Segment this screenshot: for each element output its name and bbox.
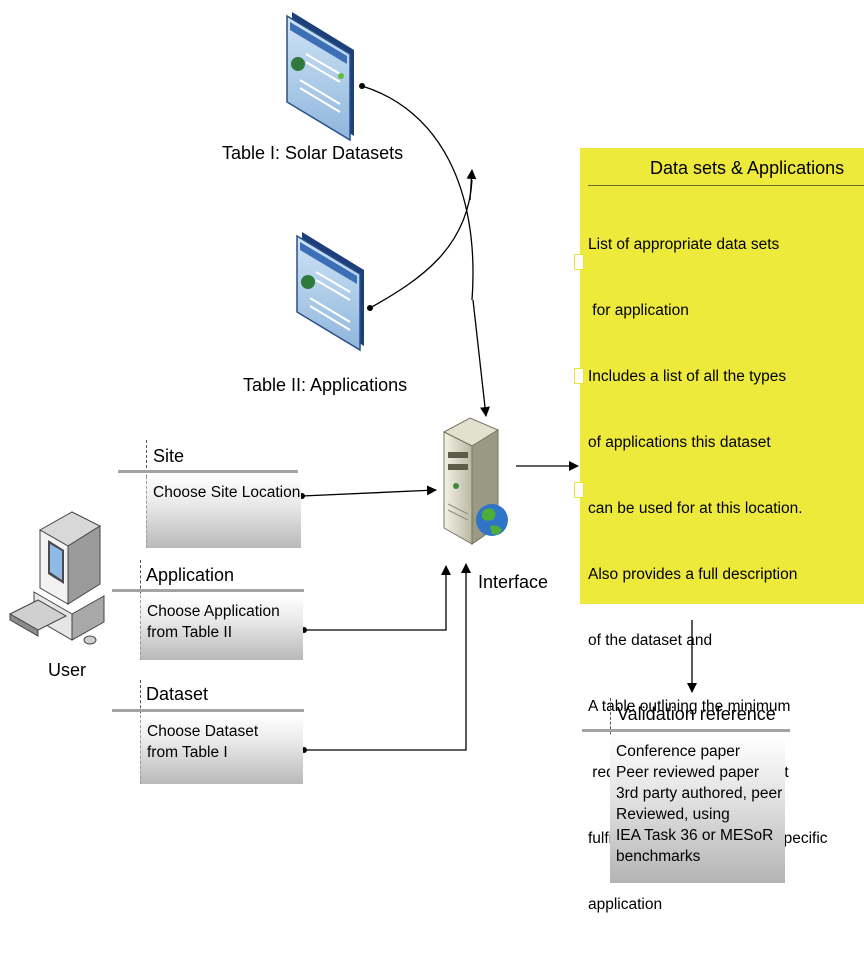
interface-server-icon bbox=[442, 417, 508, 545]
interface-label: Interface bbox=[478, 572, 549, 592]
validation-line: benchmarks bbox=[616, 848, 701, 865]
dataset-header: Dataset bbox=[146, 684, 209, 704]
validation-line: Conference paper bbox=[616, 743, 741, 760]
site-header: Site bbox=[153, 446, 185, 466]
validation-header-rule bbox=[582, 729, 790, 732]
diagram-connectors bbox=[8, 12, 697, 753]
panel-marker-3 bbox=[574, 482, 584, 498]
datasets-panel-line: of applications this dataset bbox=[588, 434, 771, 451]
datasets-panel-title: Data sets & Applications bbox=[650, 158, 845, 178]
validation-header: Validation reference bbox=[617, 704, 776, 724]
datasets-panel-line: Includes a list of all the types bbox=[588, 368, 787, 385]
site-header-rule bbox=[118, 470, 298, 473]
datasets-panel-line: can be used for at this location. bbox=[588, 500, 803, 517]
panel-marker-2 bbox=[574, 368, 584, 384]
application-choice-line-2: from Table II bbox=[147, 624, 233, 641]
datasets-panel-line: of the dataset and bbox=[588, 632, 713, 649]
datasets-panel-line: for application bbox=[588, 302, 689, 319]
validation-text: Conference paper Peer reviewed paper 3rd… bbox=[616, 741, 782, 867]
datasets-panel-line: List of appropriate data sets bbox=[588, 236, 780, 253]
validation-line: Reviewed, using bbox=[616, 806, 730, 823]
application-header: Application bbox=[146, 565, 235, 585]
validation-line: Peer reviewed paper bbox=[616, 764, 760, 781]
application-header-rule bbox=[112, 589, 304, 592]
datasets-panel-title-rule bbox=[588, 185, 864, 186]
dataset-choice-box[interactable]: Choose Dataset from Table I bbox=[140, 715, 303, 784]
panel-marker-1 bbox=[574, 254, 584, 270]
dataset-choice-line-2: from Table I bbox=[147, 744, 228, 761]
applications-table-icon bbox=[296, 232, 364, 352]
validation-line: 3rd party authored, peer bbox=[616, 785, 783, 802]
validation-divider bbox=[610, 698, 611, 734]
user-computer-icon bbox=[8, 511, 105, 645]
validation-box: Conference paper Peer reviewed paper 3rd… bbox=[610, 735, 785, 883]
solar-datasets-table-icon bbox=[286, 12, 354, 142]
user-label: User bbox=[48, 660, 87, 680]
datasets-applications-panel: Data sets & Applications List of appropr… bbox=[574, 148, 864, 913]
site-choice-text: Choose Site Location bbox=[153, 484, 301, 501]
application-choice-box[interactable]: Choose Application from Table II bbox=[140, 595, 303, 660]
dataset-header-rule bbox=[112, 709, 304, 712]
datasets-panel-line: A table outlining the minimum bbox=[588, 698, 791, 715]
applications-label: Table II: Applications bbox=[243, 375, 408, 395]
datasets-panel-line: Also provides a full description bbox=[588, 566, 798, 583]
dataset-choice-line-1: Choose Dataset bbox=[147, 723, 259, 740]
validation-line: IEA Task 36 or MESoR bbox=[616, 827, 774, 844]
application-choice-line-1: Choose Application bbox=[147, 603, 280, 620]
solar-datasets-label: Table I: Solar Datasets bbox=[222, 143, 404, 163]
datasets-panel-line: application bbox=[588, 896, 663, 913]
site-choice-box[interactable]: Choose Site Location bbox=[146, 476, 301, 548]
